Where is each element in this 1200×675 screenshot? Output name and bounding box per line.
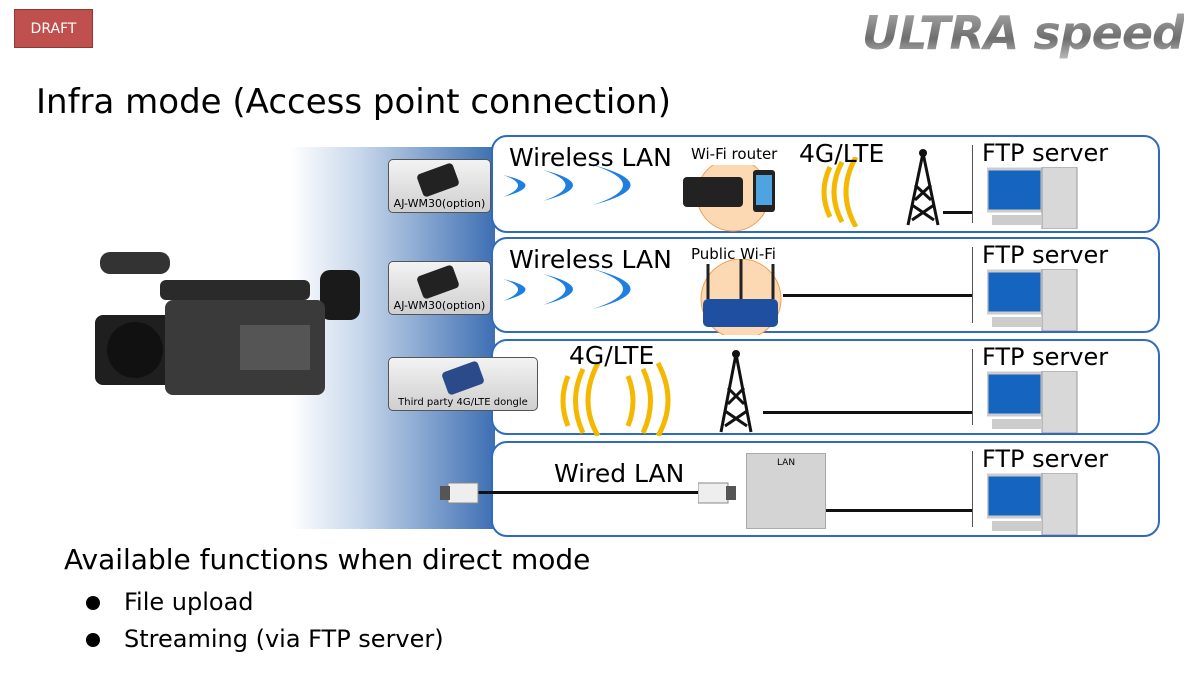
wireless-wave-icon [503, 269, 631, 309]
server-label: FTP server [982, 445, 1109, 473]
adapter-label: AJ-WM30(option) [393, 299, 486, 312]
row-public-wifi: Wireless LAN Public Wi-Fi FTP server [491, 237, 1160, 335]
signal-waves-icon [821, 157, 859, 227]
server-label: FTP server [982, 241, 1109, 269]
function-label: File upload [124, 588, 254, 616]
camcorder-icon [95, 252, 360, 395]
rj45-plug-icon [440, 482, 479, 504]
lan-cable [453, 491, 703, 494]
signal-waves-icon [560, 361, 671, 436]
function-item: File upload [86, 588, 254, 616]
divider [972, 247, 973, 323]
page-title: Infra mode (Access point connection) [36, 82, 671, 122]
bullet-icon [86, 596, 100, 610]
ftp-server-computer-icon [987, 167, 1078, 229]
link-label: Wireless LAN [509, 245, 672, 274]
link-label: Wireless LAN [509, 143, 672, 172]
link-label: Wired LAN [554, 459, 685, 488]
divider [972, 451, 973, 527]
row-wired-lan: Wired LAN LAN FTP server [453, 441, 1160, 537]
ftp-server-computer-icon [987, 269, 1078, 331]
public-wifi-router-icon [700, 259, 782, 335]
row-wifi-router: Wireless LAN Wi-Fi router 4G/LTE FTP ser… [491, 135, 1160, 233]
connection-line [763, 411, 973, 414]
function-label: Streaming (via FTP server) [124, 625, 444, 653]
lan-wall-port: LAN [746, 453, 826, 529]
device-label: Wi-Fi router [691, 145, 778, 163]
connection-line [943, 211, 973, 214]
wireless-wave-icon [503, 165, 631, 205]
cell-tower-icon [906, 149, 940, 226]
connection-line [783, 294, 973, 297]
ftp-server-computer-icon [987, 371, 1078, 433]
row-4g-lte: 4G/LTE FTP server [491, 339, 1160, 436]
adapter-aj-wm30: AJ-WM30(option) [388, 261, 491, 315]
function-item: Streaming (via FTP server) [86, 625, 444, 653]
adapter-aj-wm30: AJ-WM30(option) [388, 159, 491, 213]
connection-line [826, 509, 973, 512]
device-label: Public Wi-Fi [691, 245, 776, 263]
divider [972, 349, 973, 425]
server-label: FTP server [982, 343, 1109, 371]
uplink-label: 4G/LTE [799, 139, 885, 168]
bullet-icon [86, 633, 100, 647]
ftp-server-computer-icon [987, 473, 1078, 535]
adapter-label: Third party 4G/LTE dongle [398, 397, 528, 408]
brand-logo: ULTRA speed [861, 6, 1185, 60]
functions-heading: Available functions when direct mode [64, 543, 591, 576]
adapter-lte-dongle: Third party 4G/LTE dongle [388, 357, 538, 411]
link-label: 4G/LTE [569, 341, 655, 370]
cell-tower-icon [719, 350, 753, 433]
rj45-plug-icon [698, 482, 736, 504]
adapter-label: AJ-WM30(option) [393, 197, 486, 210]
server-label: FTP server [982, 139, 1109, 167]
wifi-router-icon [683, 165, 775, 232]
divider [972, 145, 973, 223]
draft-badge: DRAFT [14, 9, 93, 48]
